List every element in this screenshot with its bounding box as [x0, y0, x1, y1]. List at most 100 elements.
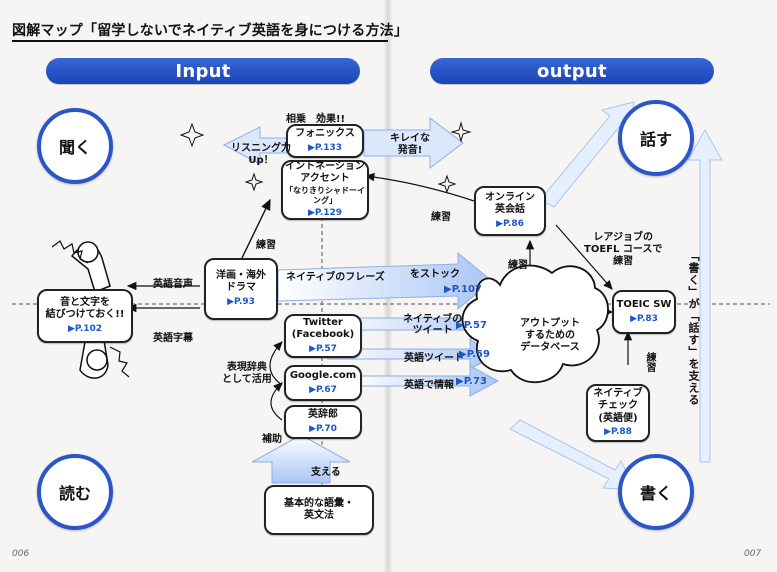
- write-label: 書く: [639, 484, 672, 503]
- clear-pronunciation-line1: キレイな: [390, 133, 430, 144]
- native-check-box: ネイティブ チェック (英語便) ▶P.88: [586, 384, 650, 442]
- output-database-label: アウトプット するための データベース: [510, 318, 590, 354]
- page-title: 図解マップ「留学しないでネイティブ英語を身につける方法」: [12, 23, 409, 39]
- expression-dictionary-label: 表現辞典 として活用: [222, 362, 272, 386]
- output-banner-label: output: [537, 60, 607, 82]
- intonation-line3: 「なりきりシャドーイング」: [285, 185, 365, 205]
- right-page-number: 007: [744, 549, 762, 559]
- blue-flow-arrows: [222, 101, 723, 491]
- intonation-line2: アクセント: [300, 173, 350, 185]
- english-audio-label: 英語音声: [153, 279, 193, 290]
- clear-pronunciation-label: キレイな 発音!: [390, 133, 430, 157]
- english-info-ref: ▶P.73: [456, 376, 487, 387]
- expression-dictionary-line1: 表現辞典: [226, 362, 267, 373]
- drama-line1: 洋画・海外: [216, 269, 266, 281]
- native-check-line3: (英語便): [598, 412, 638, 424]
- listening-up-line1: リスニング力: [231, 143, 291, 154]
- google-ref: ▶P.67: [309, 384, 337, 395]
- sound-text-line2: 結びつけておく!!: [45, 309, 125, 321]
- twitter-box: Twitter (Facebook) ▶P.57: [284, 314, 362, 358]
- google-title: Google.com: [289, 370, 357, 382]
- eijiro-box: 英辞郎 ▶P.70: [284, 405, 362, 439]
- native-tweet-line1: ネイティブの: [403, 314, 463, 325]
- eijiro-ref: ▶P.70: [309, 423, 337, 434]
- sparkles: [179, 121, 472, 194]
- title-rule: [12, 40, 388, 42]
- read-label: 読む: [58, 484, 91, 503]
- english-tweet-ref: ▶P.59: [459, 349, 490, 360]
- twitter-line2: (Facebook): [291, 329, 355, 341]
- write-speak-label: 「書く」が「話す」を支える: [687, 250, 700, 406]
- listen-circle: 聞く: [37, 108, 113, 184]
- support-label: 補助: [262, 434, 282, 445]
- native-tweet-label: ネイティブの ツイート: [403, 314, 462, 336]
- english-info-label: 英語で情報: [404, 380, 454, 391]
- read-circle: 読む: [37, 454, 113, 530]
- native-check-line2: チェック: [598, 400, 638, 412]
- phonics-title: フォニックス: [295, 128, 355, 140]
- synergy-label: 相乗 効果!!: [286, 114, 346, 125]
- output-database-cloud: [461, 264, 609, 384]
- listening-up-label: リスニング力 Up！: [231, 143, 291, 167]
- online-box: オンライン 英会話 ▶P.86: [474, 186, 546, 236]
- output-database-line1: アウトプット: [520, 318, 580, 329]
- toeic-box: TOEIC SW ▶P.83: [612, 290, 676, 334]
- stock-label: をストック: [410, 269, 460, 280]
- online-ref: ▶P.86: [496, 218, 524, 229]
- english-subtitles-label: 英語字幕: [153, 333, 193, 344]
- intonation-ref: ▶P.129: [307, 207, 343, 218]
- level-up-line3: 練習: [613, 256, 634, 267]
- hand-cartoon-bottom: [79, 333, 130, 379]
- english-tweet-label: 英語ツイート: [404, 353, 464, 364]
- twitter-line1: Twitter: [303, 316, 343, 328]
- intonation-line1: イントネーション: [285, 160, 365, 172]
- toeic-title: TOEIC SW: [616, 299, 672, 311]
- native-tweet-line2: ツイート: [412, 325, 453, 336]
- listening-up-line2: Up！: [248, 155, 274, 166]
- google-box: Google.com ▶P.67: [284, 365, 362, 401]
- level-up-line1: レアジョブの: [593, 232, 653, 243]
- intonation-box: イントネーション アクセント 「なりきりシャドーイング」 ▶P.129: [281, 160, 369, 220]
- practice-label-1: 練習: [256, 240, 276, 251]
- phonics-ref: ▶P.133: [307, 142, 343, 153]
- output-banner: output: [430, 58, 714, 84]
- level-up-label: レアジョブの TOEFL コースで 練習: [584, 232, 662, 268]
- native-tweet-ref: ▶P.57: [456, 320, 487, 331]
- output-database-line2: するための: [525, 330, 575, 341]
- online-line1: オンライン: [485, 191, 535, 203]
- vocab-box: 基本的な語彙・ 英文法: [264, 485, 374, 535]
- input-banner: Input: [46, 58, 360, 84]
- drama-box: 洋画・海外 ドラマ ▶P.93: [204, 258, 278, 320]
- sound-text-box: 音と文字を 結びつけておく!! ▶P.102: [37, 289, 133, 343]
- sound-text-ref: ▶P.102: [67, 323, 103, 334]
- drama-ref: ▶P.93: [227, 296, 255, 307]
- practice-label-3: 練習: [508, 260, 528, 271]
- supports-label: 支える: [311, 467, 341, 478]
- twitter-ref: ▶P.57: [309, 343, 337, 354]
- write-circle: 書く: [618, 454, 694, 530]
- listen-label: 聞く: [58, 138, 91, 157]
- level-up-line2: TOEFL コースで: [584, 244, 663, 255]
- vocab-line1: 基本的な語彙・: [284, 497, 354, 509]
- native-phrases-label: ネイティブのフレーズ: [286, 272, 385, 283]
- hand-cartoon-top: [51, 240, 111, 293]
- phonics-box: フォニックス ▶P.133: [286, 124, 364, 158]
- online-line2: 英会話: [495, 204, 525, 216]
- stock-ref: ▶P.107: [444, 284, 482, 295]
- speak-circle: 話す: [618, 100, 694, 176]
- left-page-number: 006: [12, 549, 30, 559]
- practice-label-4: 練習: [644, 352, 655, 372]
- sound-text-line1: 音と文字を: [60, 296, 110, 308]
- speak-label: 話す: [639, 130, 672, 149]
- clear-pronunciation-line2: 発音!: [397, 145, 423, 156]
- expression-dictionary-line2: として活用: [222, 374, 272, 385]
- native-check-ref: ▶P.88: [604, 427, 632, 438]
- output-database-line3: データベース: [520, 342, 580, 353]
- eijiro-title: 英辞郎: [308, 409, 338, 421]
- native-check-line1: ネイティブ: [593, 387, 643, 399]
- toeic-ref: ▶P.83: [630, 313, 658, 324]
- practice-label-2: 練習: [431, 212, 451, 223]
